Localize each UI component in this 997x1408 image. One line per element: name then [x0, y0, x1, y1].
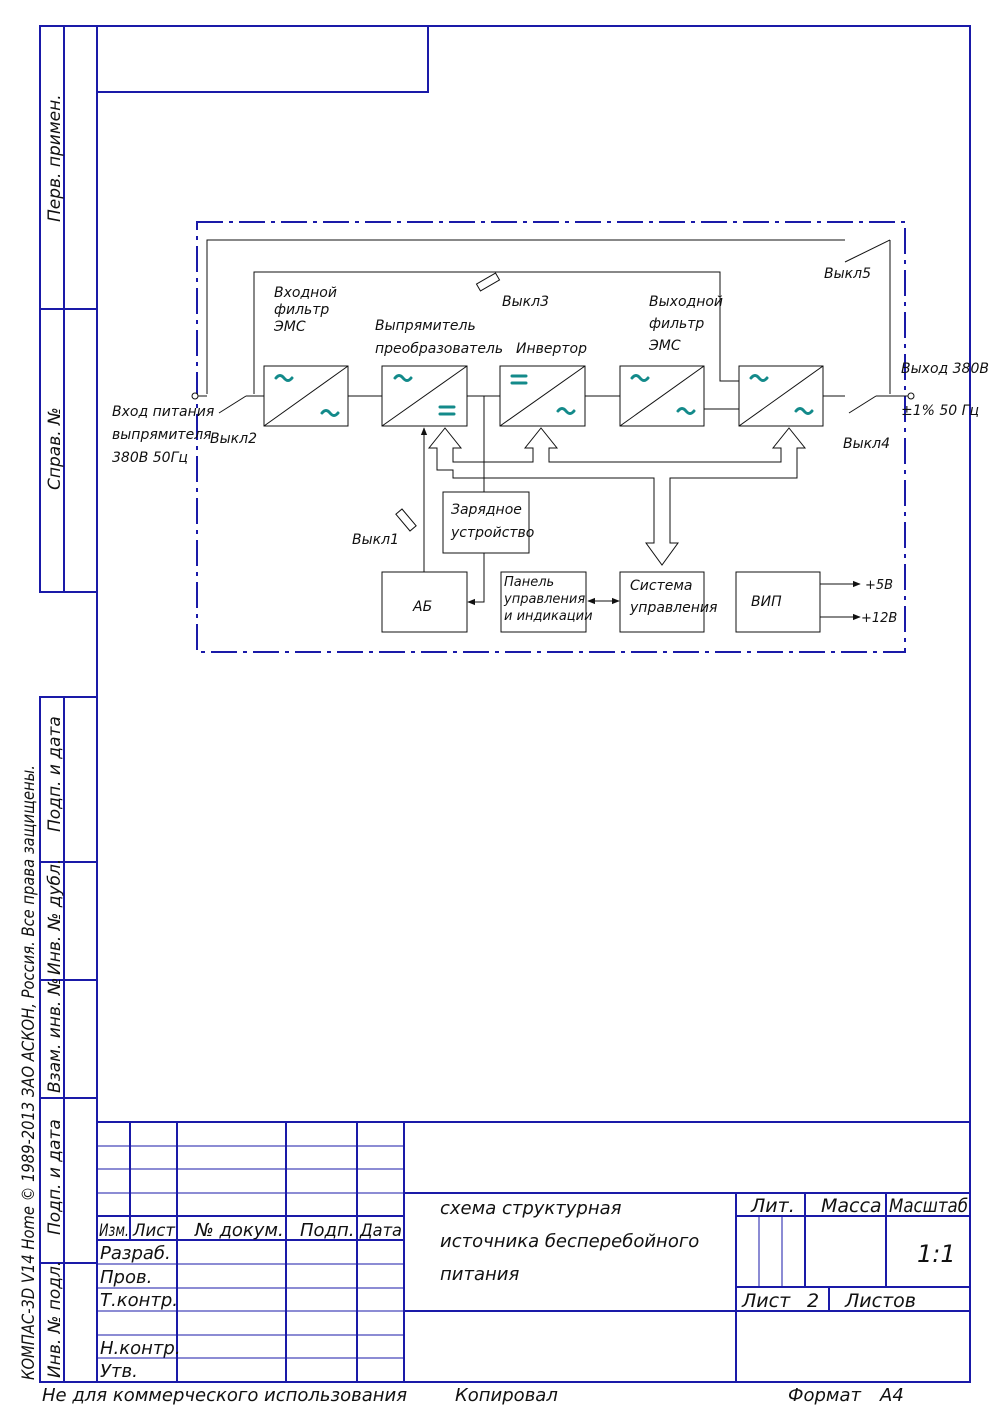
text-sw4: Выкл4 [843, 436, 890, 452]
label-inv-no-dubl: Инв. № дубл. [45, 859, 65, 975]
block-charger [442, 491, 530, 554]
text-plus12v: +12В [861, 611, 897, 626]
copyright-text: КОМПАС-3D V14 Home © 1989-2013 ЗАО АСКОН… [19, 765, 39, 1380]
title-block [97, 1121, 970, 1382]
switch-4 [848, 395, 877, 414]
stamp-scale: 1:1 [917, 1240, 956, 1268]
charger-to-battery [467, 553, 485, 606]
sheet-frame [96, 25, 971, 1383]
footer-non-commercial: Не для коммерческого использования [42, 1385, 407, 1406]
fuse-3 [475, 272, 501, 292]
stamp-prov: Пров. [100, 1267, 152, 1288]
control-bus [427, 427, 807, 566]
stamp-razrab: Разраб. [100, 1243, 171, 1264]
stamp-data: Дата [359, 1221, 402, 1241]
stamp-lit: Лит. [750, 1195, 795, 1217]
ups-diagram [191, 221, 915, 653]
input-terminal [191, 392, 199, 400]
label-sprav-no: Справ. № [45, 407, 65, 490]
stamp-izm: Изм. [99, 1221, 129, 1241]
label-podp-data-1: Подп. и дата [45, 716, 65, 832]
stamp-sheet-no: 2 [807, 1290, 819, 1312]
label-inv-no-podl: Инв. № подл. [45, 1261, 65, 1378]
text-plus5v: +5В [865, 578, 893, 593]
text-vip: ВИП [751, 594, 782, 610]
bypass-line-2 [253, 271, 739, 394]
block-static-switch [738, 365, 824, 427]
text-sw3: Выкл3 [502, 294, 549, 310]
text-sw2: Выкл2 [210, 431, 257, 447]
stamp-masshtab: Масштаб [889, 1195, 968, 1217]
footer-copied: Копировал [455, 1385, 558, 1406]
footer-format-value: А4 [879, 1385, 904, 1406]
switch-2 [218, 395, 247, 414]
block-input-filter [263, 365, 349, 427]
text-sw5: Выкл5 [824, 266, 871, 282]
label-vzam-inv-no: Взам. инв. № [45, 978, 65, 1093]
stamp-sheets-label: Листов [844, 1290, 916, 1312]
stamp-podp: Подп. [300, 1220, 354, 1241]
block-panel [500, 571, 587, 633]
text-battery: АБ [412, 599, 432, 615]
block-control [619, 571, 705, 633]
stamp-doc-no: № докум. [194, 1220, 284, 1241]
block-inverter [499, 365, 586, 427]
text-inverter: Инвертор [516, 341, 587, 357]
diagram-boundary [196, 221, 906, 653]
text-sw1: Выкл1 [352, 532, 399, 548]
block-rectifier [381, 365, 468, 427]
side-strip [39, 25, 98, 1383]
fuse-1 [395, 508, 417, 532]
stamp-list: Лист [132, 1221, 176, 1241]
label-perv-primen: Перв. примен. [45, 94, 65, 222]
stamp-tkontr: Т.контр. [100, 1290, 178, 1311]
text-output-label: Выход 380В±1% 50 Гц [901, 361, 989, 419]
stamp-sheet-label: Лист [741, 1290, 791, 1312]
footer-format-label: Формат [788, 1385, 862, 1406]
block-vip [735, 571, 821, 633]
block-output-filter [619, 365, 705, 427]
stamp-massa: Масса [821, 1195, 882, 1217]
stamp-utv: Утв. [100, 1361, 138, 1382]
switch-5 [844, 239, 891, 263]
bypass-line-1 [206, 239, 845, 394]
label-podp-data-2: Подп. и дата [45, 1119, 65, 1235]
stamp-nkontr: Н.контр. [100, 1338, 181, 1359]
output-terminal [907, 392, 915, 400]
